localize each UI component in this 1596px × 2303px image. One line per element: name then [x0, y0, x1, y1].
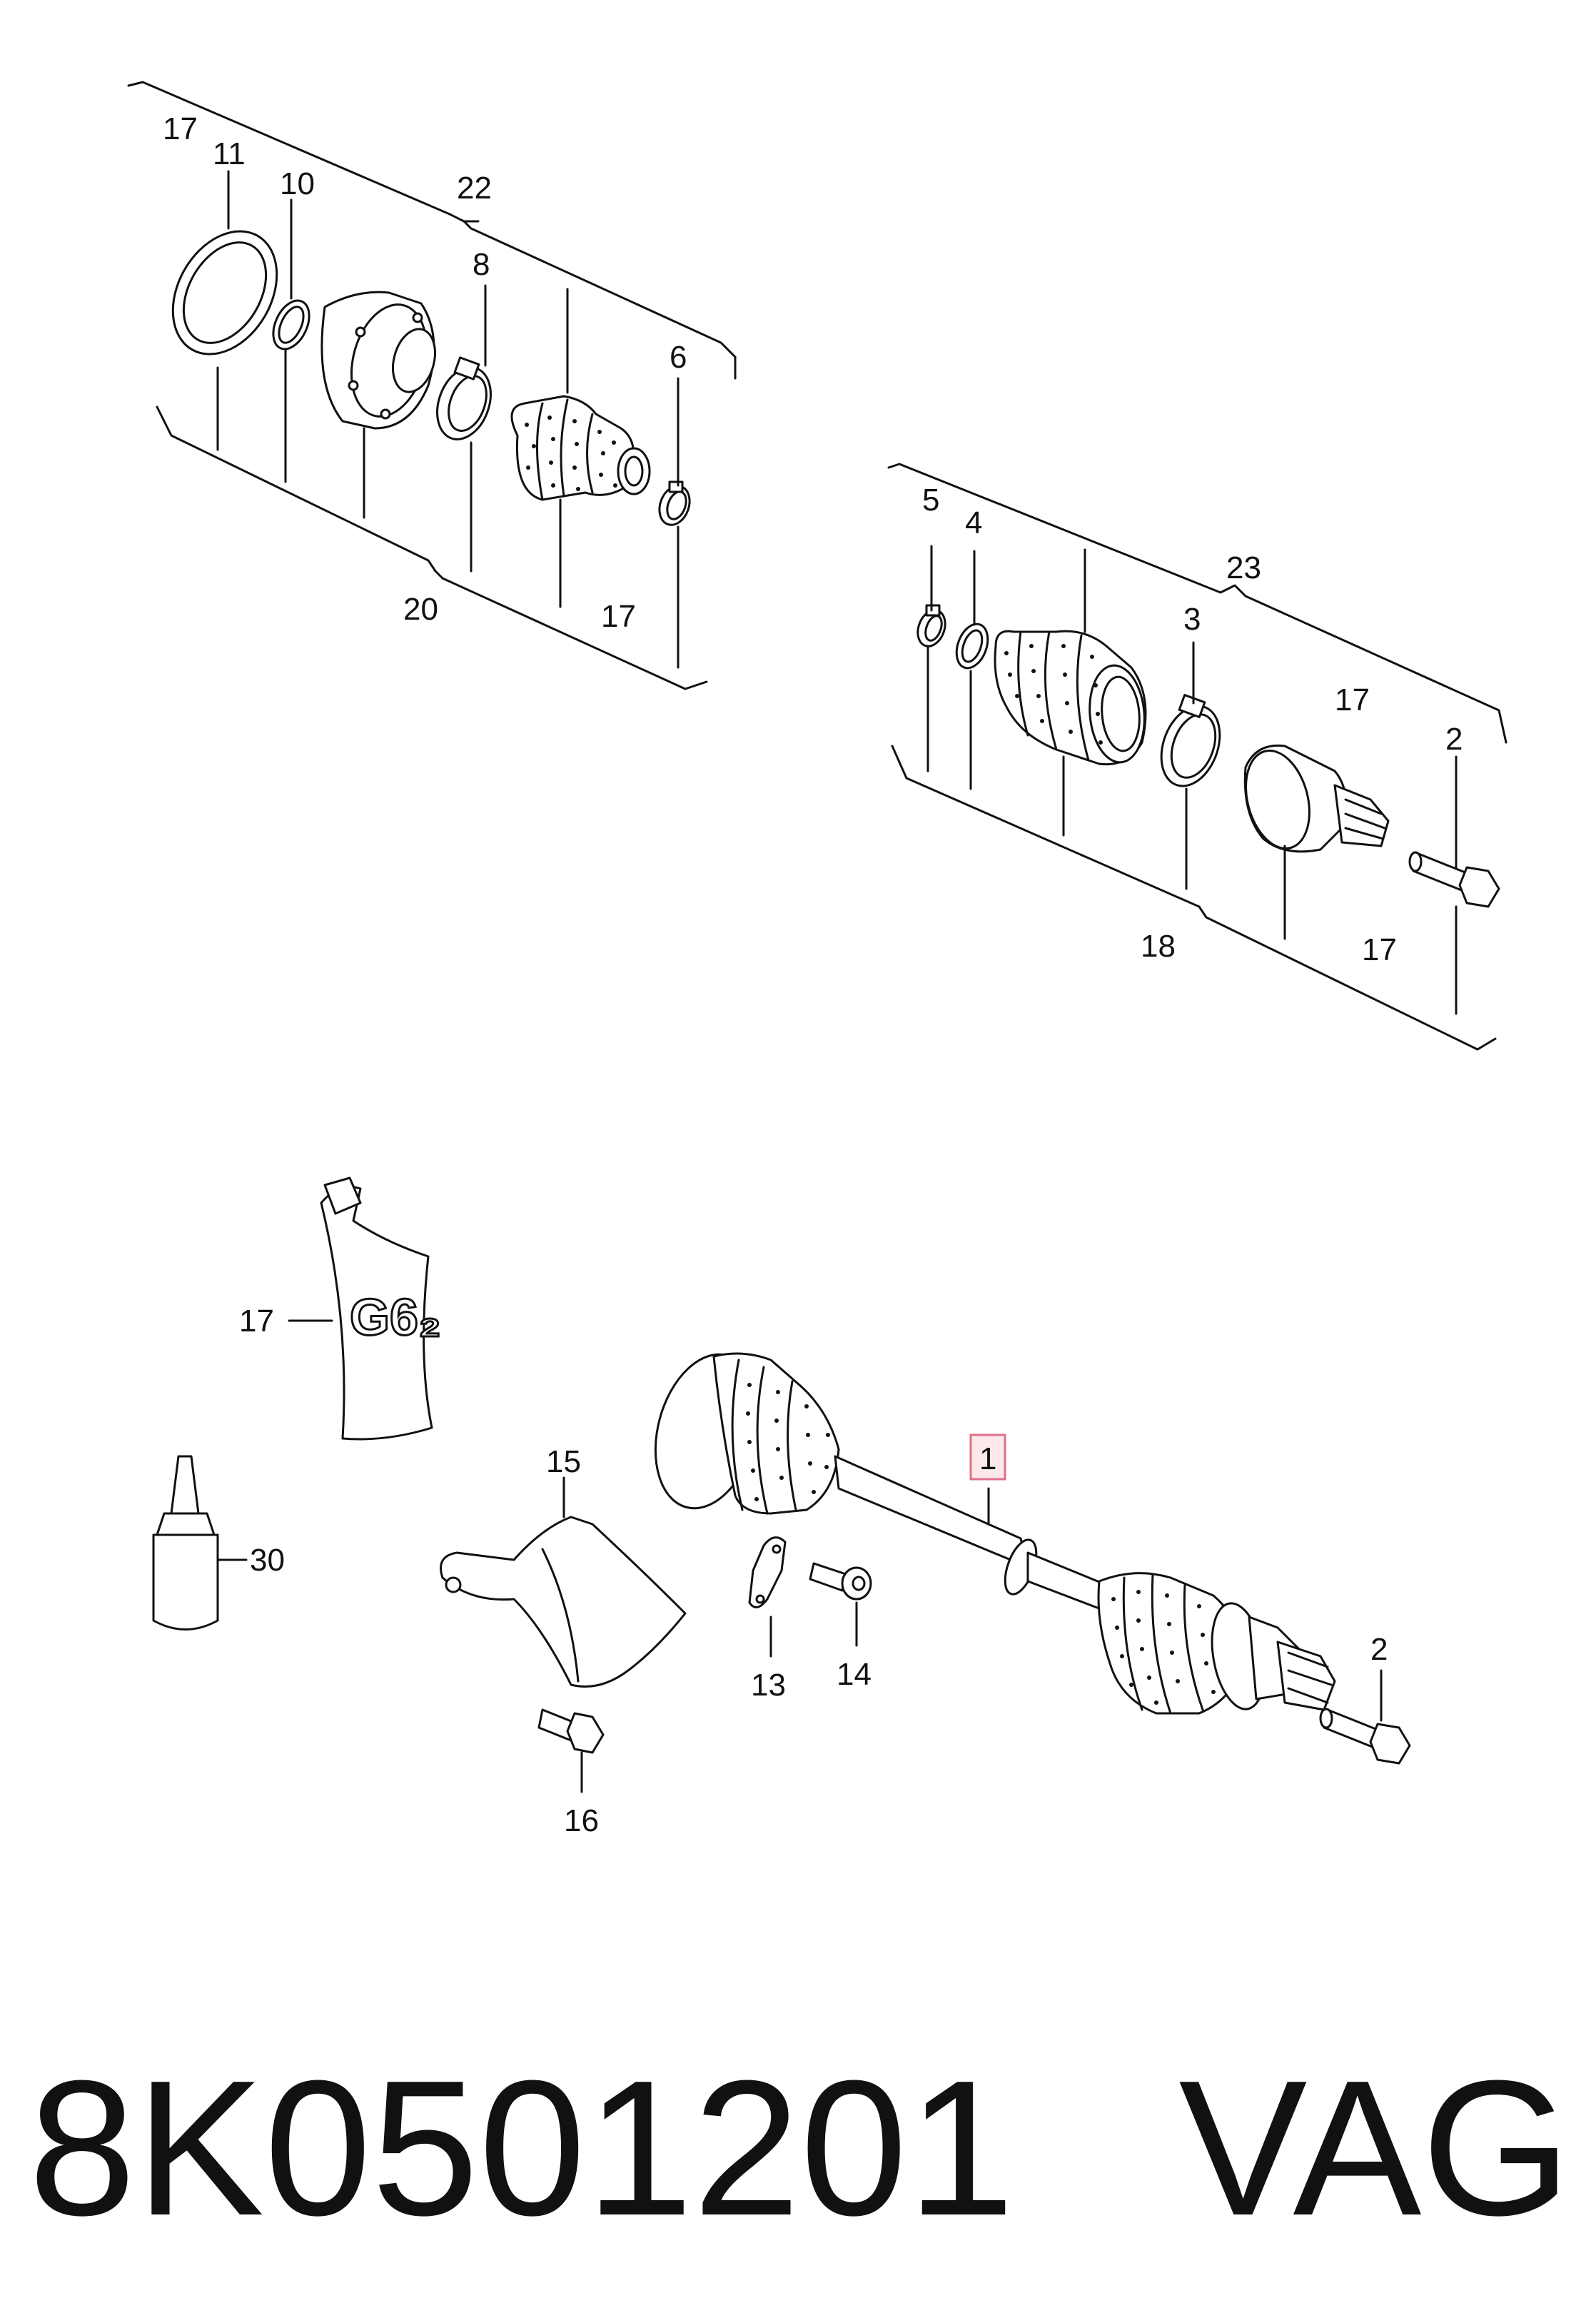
brand-name: VAG	[1178, 2041, 1572, 2256]
callout-1: 1	[979, 1441, 996, 1476]
callout-17: 17	[1335, 682, 1370, 717]
clamp-part-6	[658, 480, 691, 526]
bolt-part-2	[1408, 851, 1500, 908]
grease-tube-part-17: G6₂	[288, 1176, 443, 1441]
inner-joint-kit-group: 17 11 10 22 8 6 20 17	[127, 81, 737, 690]
bolt-part-2	[1319, 1669, 1411, 1765]
callout-6: 6	[670, 340, 687, 375]
locking-plate-part-13	[748, 1536, 787, 1658]
callout-15: 15	[546, 1444, 581, 1479]
callout-23: 23	[1226, 550, 1261, 585]
callout-2: 2	[1445, 722, 1463, 757]
drive-shaft-assembly: G6₂ 17 30 15 16	[152, 1176, 1411, 1838]
drive-shaft-part-1	[654, 1352, 1336, 1715]
callout-3: 3	[1183, 602, 1201, 637]
callout-8: 8	[473, 247, 490, 282]
callout-10: 10	[280, 166, 315, 201]
callout-4: 4	[965, 505, 982, 540]
heat-shield-part-15	[440, 1476, 687, 1688]
callout-11: 11	[213, 136, 246, 171]
callout-20: 20	[403, 592, 438, 627]
part-number: 8K0501201	[29, 2041, 1015, 2256]
callout-17: 17	[239, 1304, 274, 1339]
callout-1-highlight-box	[969, 1433, 1006, 1481]
part-number-footer: 8K0501201 VAG	[29, 2035, 1585, 2263]
callout-30: 30	[250, 1543, 285, 1578]
leader-lines-group-1	[216, 170, 680, 669]
callout-5: 5	[922, 483, 939, 518]
clamp-part-3	[1160, 694, 1221, 787]
callout-16: 16	[564, 1803, 599, 1838]
group-frame-bottom	[156, 405, 708, 690]
bolt-part-16	[537, 1708, 605, 1793]
sealant-bottle-part-30	[152, 1455, 248, 1631]
o-ring-part-4	[955, 623, 989, 670]
callout-17: 17	[163, 111, 198, 146]
outer-joint-part-17	[1243, 744, 1390, 853]
outer-joint-kit-group: 5 4 23 3 17 2 18 17	[887, 463, 1507, 1051]
callout-17: 17	[1362, 932, 1397, 967]
clamp-part-5	[916, 604, 946, 647]
callout-13: 13	[751, 1668, 786, 1703]
joint-housing-part-20	[320, 291, 436, 430]
screw-part-14	[809, 1562, 872, 1647]
clamp-part-8	[436, 356, 492, 440]
group-frame-top	[887, 463, 1507, 744]
o-ring-part-10	[272, 299, 310, 351]
group-frame-bottom	[891, 745, 1497, 1051]
callout-18: 18	[1141, 929, 1176, 964]
leader-lines-group-2	[926, 545, 1458, 1015]
seal-ring-part-11	[171, 230, 278, 356]
callout-14: 14	[837, 1657, 872, 1692]
callout-22: 22	[457, 171, 492, 206]
callout-17: 17	[601, 599, 636, 634]
callout-2: 2	[1370, 1632, 1388, 1667]
boot-part-23	[994, 630, 1147, 766]
tube-label-text: G6₂	[350, 1289, 441, 1346]
boot-part-22	[510, 395, 651, 501]
